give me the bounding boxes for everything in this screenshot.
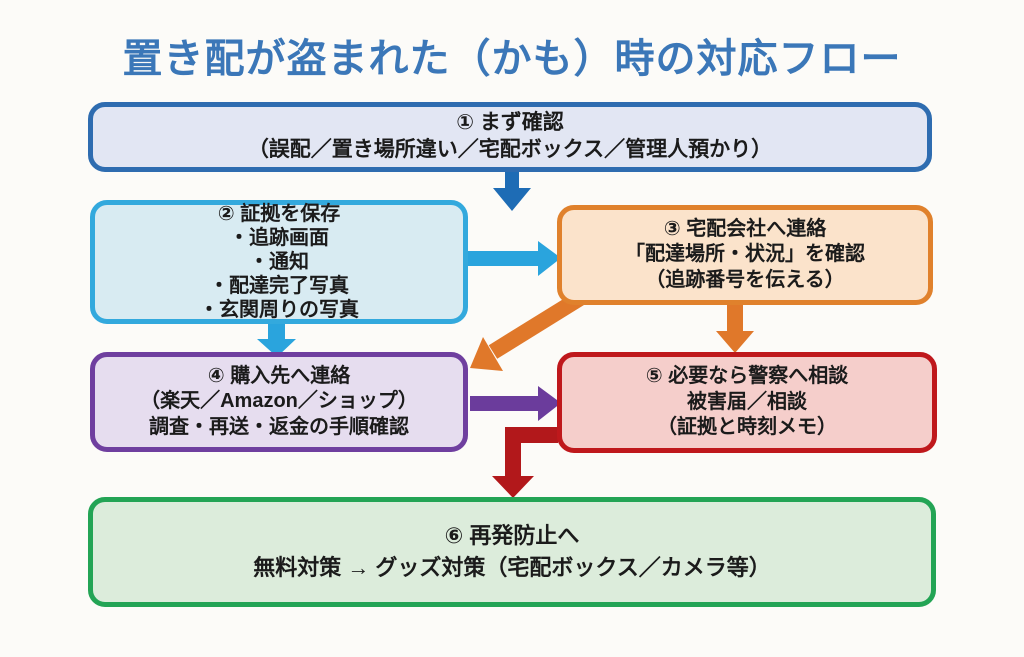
step2-item: ・配達完了写真	[209, 275, 349, 297]
step6-detail: 無料対策 → グッズ対策（宅配ボックス／カメラ等）	[253, 555, 771, 580]
step3-detail: 「配達場所・状況」を確認	[625, 243, 865, 266]
step2-heading: ② 証拠を保存	[217, 203, 341, 225]
arrow-down-icon	[493, 172, 531, 211]
step1-detail: （誤配／置き場所違い／宅配ボックス／管理人預かり）	[247, 138, 773, 161]
arrow-elbow-icon	[492, 427, 558, 498]
step2-item: ・通知	[249, 251, 309, 273]
step3-box: ③ 宅配会社へ連絡 「配達場所・状況」を確認 （追跡番号を伝える）	[557, 205, 933, 305]
arrow-down-icon	[257, 323, 296, 357]
step2-item: ・追跡画面	[229, 227, 329, 249]
page-title: 置き配が盗まれた（かも）時の対応フロー	[122, 37, 902, 81]
arrow-right-icon	[467, 241, 561, 276]
step3-detail: （追跡番号を伝える）	[645, 268, 845, 291]
step5-box: ⑤ 必要なら警察へ相談 被害届／相談 （証拠と時刻メモ）	[557, 352, 937, 453]
step3-heading: ③ 宅配会社へ連絡	[663, 217, 827, 240]
step5-detail: 被害届／相談	[687, 390, 807, 413]
step6-box: ⑥ 再発防止へ 無料対策 → グッズ対策（宅配ボックス／カメラ等）	[88, 497, 936, 607]
step4-box: ④ 購入先へ連絡 （楽天／Amazon／ショップ） 調査・再送・返金の手順確認	[90, 352, 468, 452]
arrow-right-icon	[470, 386, 561, 421]
step6-heading: ⑥ 再発防止へ	[444, 523, 580, 549]
step1-heading: ① まず確認	[456, 111, 564, 135]
step4-detail: 調査・再送・返金の手順確認	[149, 415, 409, 438]
step4-heading: ④ 購入先へ連絡	[207, 364, 351, 387]
step2-item: ・玄関周りの写真	[199, 299, 359, 321]
step5-detail: （証拠と時刻メモ）	[657, 416, 837, 439]
step2-box: ② 証拠を保存 ・追跡画面 ・通知 ・配達完了写真 ・玄関周りの写真	[90, 200, 468, 324]
step1-box: ① まず確認 （誤配／置き場所違い／宅配ボックス／管理人預かり）	[88, 102, 932, 172]
arrow-down-icon	[716, 305, 754, 353]
step5-heading: ⑤ 必要なら警察へ相談	[645, 365, 849, 388]
step4-detail: （楽天／Amazon／ショップ）	[140, 390, 418, 413]
